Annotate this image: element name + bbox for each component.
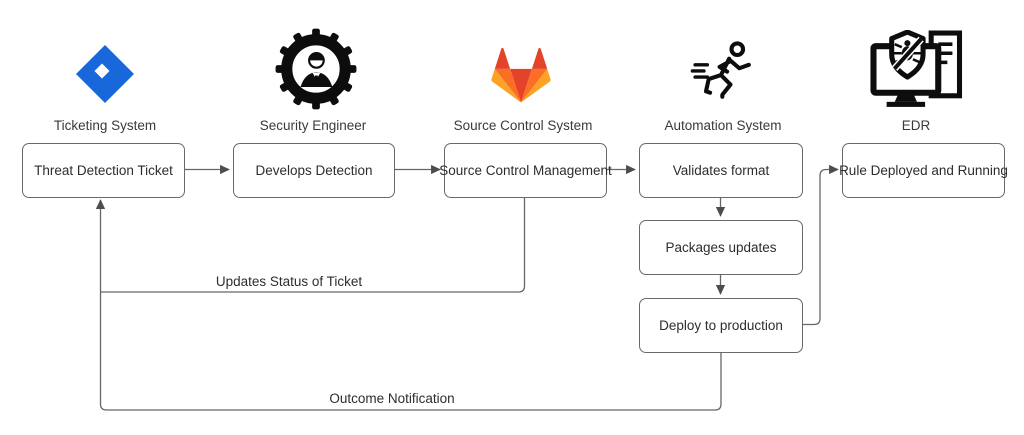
edge-scm-updates-status	[100, 197, 526, 293]
node-label: Packages updates	[665, 240, 777, 255]
node-source-control-management: Source Control Management	[439, 143, 612, 198]
edge-deploy-to-edr	[801, 164, 839, 326]
shield-bug-monitor-icon	[866, 30, 968, 115]
actor-label-source-control-system: Source Control System	[453, 118, 593, 133]
actor-label-security-engineer: Security Engineer	[259, 118, 367, 133]
gear-person-icon	[273, 26, 359, 112]
node-label: Develops Detection	[255, 163, 373, 178]
node-label: Rule Deployed and Running	[839, 163, 1008, 178]
actor-label-edr: EDR	[901, 118, 931, 133]
node-rule-deployed-running: Rule Deployed and Running	[839, 143, 1008, 198]
actor-label-ticketing-system: Ticketing System	[53, 118, 157, 133]
gitlab-tanuki-icon	[491, 46, 551, 104]
node-packages-updates: Packages updates	[639, 220, 803, 275]
edge-label-outcome-notification: Outcome Notification	[329, 391, 455, 406]
edge-outcome-notification	[95, 199, 722, 411]
node-threat-detection-ticket: Threat Detection Ticket	[22, 143, 185, 198]
actor-label-automation-system: Automation System	[664, 118, 782, 133]
node-label: Validates format	[672, 163, 770, 178]
node-label: Deploy to production	[659, 318, 783, 333]
node-label: Threat Detection Ticket	[34, 163, 173, 178]
node-label: Source Control Management	[439, 163, 612, 178]
node-develops-detection: Develops Detection	[233, 143, 395, 198]
node-deploy-to-production: Deploy to production	[639, 298, 803, 353]
running-person-icon	[689, 39, 757, 107]
edge-label-updates-status: Updates Status of Ticket	[215, 274, 363, 289]
node-validates-format: Validates format	[639, 143, 803, 198]
jira-diamond-icon	[73, 42, 137, 106]
